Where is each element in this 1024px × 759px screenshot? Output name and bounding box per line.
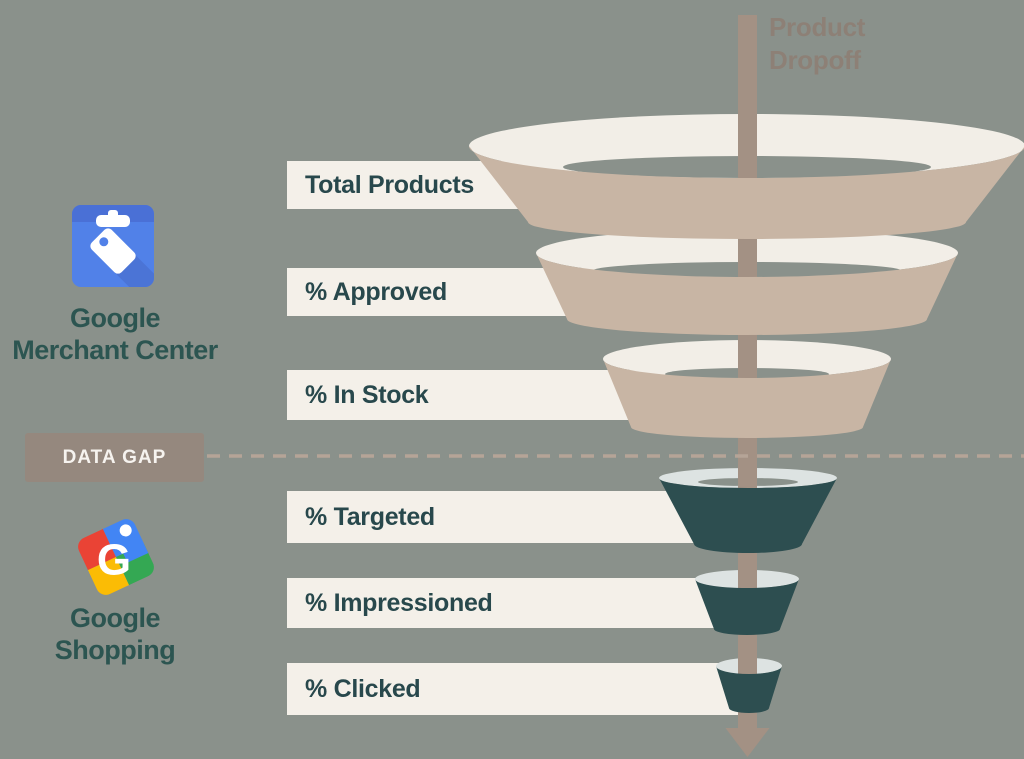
funnel-stage-bar-2: % In Stock: [287, 370, 744, 420]
shopping-caption: Google Shopping: [0, 602, 230, 667]
funnel-stage-bar-1: % Approved: [287, 268, 744, 316]
funnel-stage-label: % Targeted: [305, 502, 435, 531]
product-dropoff-annotation: Product Dropoff: [769, 11, 865, 77]
shopping-tag-red-quadrant: [74, 528, 116, 571]
funnel-stage-label: % Clicked: [305, 674, 421, 703]
google-shopping-icon: G: [70, 514, 162, 605]
merchant-tag-hole: [99, 237, 109, 247]
merchant-caption-subtitle: Merchant Center: [12, 335, 218, 365]
data-gap-badge: DATA GAP: [25, 433, 204, 482]
shopping-tag-hole: [119, 524, 132, 537]
funnel-stage-label: % Approved: [305, 277, 447, 306]
shopping-g-monogram: G: [97, 536, 131, 585]
funnel-stage-label: % In Stock: [305, 380, 429, 409]
funnel-stage-bar-4: % Impressioned: [287, 578, 744, 628]
funnel-segment-hole-3: [698, 478, 798, 486]
annotation-line2: Dropoff: [769, 45, 861, 75]
merchant-icon-notch-bump: [108, 210, 118, 219]
merchant-caption-title: Google: [70, 303, 161, 333]
shopping-tag-yellow-quadrant: [87, 557, 130, 599]
shopping-caption-title: Google: [70, 603, 161, 633]
funnel-stage-bar-5: % Clicked: [287, 663, 744, 715]
merchant-icon-notch: [96, 215, 130, 227]
funnel-stage-label: % Impressioned: [305, 588, 493, 617]
annotation-line1: Product: [769, 12, 866, 42]
dropoff-arrow-head: [725, 728, 770, 757]
shopping-caption-subtitle: Shopping: [54, 635, 176, 665]
funnel-stage-bar-0: Total Products: [287, 161, 744, 209]
shopping-tag-blue-right: [119, 534, 149, 563]
data-gap-label: DATA GAP: [62, 446, 167, 468]
funnel-segment-top-3: [659, 468, 837, 488]
funnel-stage-bar-3: % Targeted: [287, 491, 744, 543]
funnel-stage-label: Total Products: [305, 170, 474, 199]
merchant-caption: Google Merchant Center: [0, 302, 230, 367]
google-merchant-center-icon: [72, 205, 154, 292]
